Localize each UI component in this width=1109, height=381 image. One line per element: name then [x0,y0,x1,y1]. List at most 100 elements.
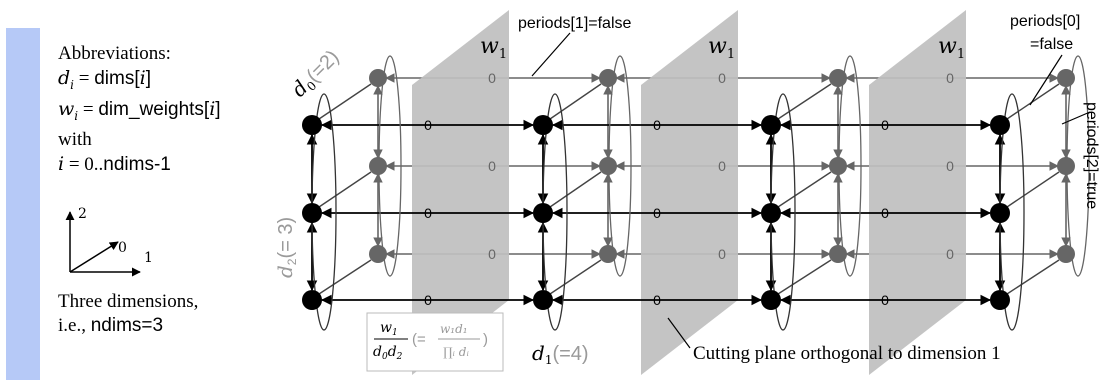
zero-weight-back: 0 [718,246,726,262]
axis-0-label: 0 [118,240,127,256]
legend-dims-line: di = dims[i] [58,67,151,92]
plane-2-weight-label: w1 [708,34,735,62]
periods1-leader [531,32,571,77]
cutting-plane [869,10,966,375]
zero-weight-front: 0 [424,292,432,308]
cutting-plane-caption: Cutting plane orthogonal to dimension 1 [693,343,1001,364]
depth-edge [1006,171,1060,208]
back-process-node [369,69,387,87]
legend-heading: Abbreviations: [58,43,171,64]
zero-weight-back: 0 [946,70,954,86]
periods0-label-line2: =false [1030,36,1073,53]
back-process-node [599,69,617,87]
back-process-node [1057,245,1075,263]
process-nodes [302,69,1075,310]
formula-alt-open: (= [412,331,426,348]
zero-weight-back: 0 [946,246,954,262]
zero-weight-back: 0 [718,70,726,86]
back-process-node [369,157,387,175]
legend-weights-line: wi = dim_weights[i] [58,97,221,123]
formula-denominator: d0d2 [373,344,403,362]
zero-weight-front: 0 [653,205,661,221]
depth-edge [549,83,602,120]
depth-edge [777,171,832,208]
periods1-label: periods[1]=false [518,15,632,32]
svg-text:d2(= 3): d2(= 3) [273,217,299,278]
cutting-plane-leader [667,317,691,349]
weight-formula-box: w1 d0d2 (= w₁d₁ ∏ᵢ dᵢ ) [366,312,504,372]
back-process-node [599,245,617,263]
back-process-node [1057,157,1075,175]
back-process-node [829,69,847,87]
depth-edge [318,83,372,120]
zero-weight-front: 0 [881,205,889,221]
zero-weight-back: 0 [718,158,726,174]
zero-weight-front: 0 [653,292,661,308]
zero-weight-markers: 0 0 0 0 0 0 0 0 0 0 0 0 0 0 0 0 0 0 [424,70,954,308]
back-process-node [369,245,387,263]
plane-3-weight-label: w1 [938,34,965,62]
back-process-node [829,157,847,175]
periods0-leader [1029,54,1063,106]
front-process-node [990,115,1010,135]
front-process-node [761,115,781,135]
plane-weight-labels: w1 w1 w1 [480,34,965,62]
back-process-node [1057,69,1075,87]
front-process-node [990,203,1010,223]
back-process-node [599,157,617,175]
depth-edge [1006,259,1060,295]
zero-weight-front: 0 [424,205,432,221]
three-dimensions-line1: Three dimensions, [58,291,199,312]
zero-weight-front: 0 [881,292,889,308]
axis-glyph: 2 0 1 [65,206,153,277]
accent-bar [6,28,40,380]
three-dimensions-note: Three dimensions, i.e., ndims=3 [58,290,278,338]
zero-weight-back: 0 [488,70,496,86]
depth-edge [777,83,832,120]
front-process-node [302,203,322,223]
formula-alt-close: ) [483,331,488,348]
front-process-node [533,203,553,223]
legend-index-line: i = 0..ndims-1 [58,152,171,175]
depth-edge [549,259,602,295]
depth-edge [318,171,372,208]
back-process-node [829,245,847,263]
front-process-node [533,115,553,135]
d1-label: d1(=4) [532,341,589,367]
zero-weight-back: 0 [488,246,496,262]
depth-edge [318,259,372,295]
front-process-node [761,203,781,223]
cutting-plane [412,10,509,375]
front-process-node [302,290,322,310]
periods2-leader [1061,111,1091,125]
depth-edge [1006,83,1060,120]
svg-text:d0(=2): d0(=2) [287,45,345,103]
cutting-planes [412,10,966,375]
depth-edges [318,83,1060,295]
cutting-plane [641,10,738,375]
zero-weight-back: 0 [488,158,496,174]
axis-1-label: 1 [144,250,153,266]
formula-numerator: w1 [380,320,398,338]
d0-label: d0(=2) [287,45,345,103]
formula-alt-denominator: ∏ᵢ dᵢ [443,345,469,359]
axis-2-label: 2 [78,206,87,222]
zero-weight-front: 0 [424,117,432,133]
zero-weight-front: 0 [881,117,889,133]
legend-with: with [58,128,92,150]
d2-label: d2(= 3) [273,217,299,278]
front-process-node [302,115,322,135]
zero-weight-back: 0 [946,158,954,174]
zero-weight-front: 0 [653,117,661,133]
plane-1-weight-label: w1 [480,34,507,62]
depth-edge [549,171,602,208]
abbreviations-legend: Abbreviations: di = dims[i] wi = dim_wei… [58,42,288,177]
depth-edge [777,259,832,295]
periods2-label: periods[2]=true [1083,102,1100,209]
front-process-node [533,290,553,310]
front-process-node [761,290,781,310]
three-dimensions-line2: i.e., ndims=3 [58,315,164,336]
periods0-label-line1: periods[0] [1010,13,1080,30]
front-process-node [990,290,1010,310]
